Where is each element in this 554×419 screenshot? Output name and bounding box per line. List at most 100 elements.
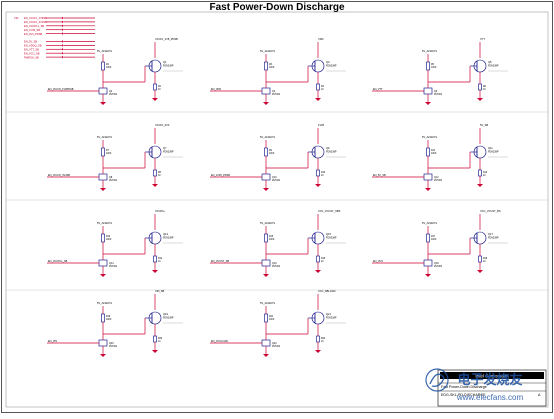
mosfet-bot-part: 2N7002 xyxy=(272,266,281,268)
ground-icon xyxy=(425,274,431,277)
resistor-ref: R1 xyxy=(106,64,110,66)
mosfet-part: FDN338P xyxy=(488,151,499,154)
legend-signal: EN_3V3_PDSB xyxy=(24,32,42,36)
legend-signal: EN_1V05_SB xyxy=(24,28,40,32)
legend-arrow-icon xyxy=(62,32,64,35)
ground-icon xyxy=(152,270,158,273)
discharge-cell: VCCIO_1V8_PDSB5V_ALWAYSR1100KQ1FDN338PR2… xyxy=(47,37,183,105)
mosfet-bot-ref: Q4 xyxy=(272,90,276,93)
pullup-resistor xyxy=(101,61,105,71)
mosfet-q-bot-icon xyxy=(261,339,271,347)
discharge-cell: VIN_SB5V_ALWAYSR19100KQ19FDN338PR2010Q20… xyxy=(47,289,183,357)
watermark-logo-mark xyxy=(429,373,445,388)
discharge-cell: VCC_SBLOAD5V_ALWAYSR21100KQ21FDN338PR221… xyxy=(210,289,346,357)
mosfet-ref: Q19 xyxy=(163,312,168,316)
mosfet-bot-ref: Q20 xyxy=(109,342,114,345)
input-net-label: EN_VDD xyxy=(211,88,221,91)
intel-logo-bar xyxy=(440,372,544,379)
rail-label: VCC_VCCST_SBS xyxy=(318,209,341,213)
pullup-resistor xyxy=(101,233,105,243)
load-resistor xyxy=(478,169,482,177)
pullup-resistor xyxy=(264,313,268,323)
ground-icon xyxy=(477,270,483,273)
ground-icon xyxy=(152,350,158,353)
discharge-cell: 5V_SB5V_ALWAYSR11100KQ11FDN338PR1210Q122… xyxy=(372,123,508,191)
ground-icon xyxy=(477,98,483,101)
ctrl-supply-label: 5V_ALWAYS xyxy=(422,221,437,225)
input-net-label: EN_VCCIO_1V8PDSB xyxy=(48,88,74,91)
pullup-resistor xyxy=(264,61,268,71)
load-resistor xyxy=(478,255,482,263)
resistor-value: 100K xyxy=(269,239,275,241)
pullup-resistor xyxy=(426,233,430,243)
discharge-cell: VTT5V_ALWAYSR5100KQ5FDN338PR610Q62N7002E… xyxy=(372,37,508,105)
load-resistor xyxy=(153,255,157,263)
mosfet-q-bot-icon xyxy=(261,259,271,267)
discharge-cell: VDD5V_ALWAYSR3100KQ3FDN338PR410Q42N7002E… xyxy=(210,37,346,105)
ctrl-supply-label: 5V_ALWAYS xyxy=(260,135,275,139)
resistor-value: 100K xyxy=(431,239,437,241)
mosfet-q-bot-icon xyxy=(98,339,108,347)
rail-label: VCC_SBLOAD xyxy=(318,289,336,293)
load-resistor-ref: R10 xyxy=(321,172,326,174)
mosfet-q-bot-icon xyxy=(423,173,433,181)
mosfet-q-bot-icon xyxy=(98,259,108,267)
mosfet-ref: Q1 xyxy=(163,60,167,64)
legend-arrow-icon xyxy=(62,48,64,51)
input-net-label: EN_VCCST_SB xyxy=(211,260,229,263)
sheet-border xyxy=(1,1,553,413)
ground-icon xyxy=(315,98,321,101)
legend-arrow-icon xyxy=(62,52,64,55)
title-block-company: Intel Corporation xyxy=(475,374,509,379)
ground-icon xyxy=(100,188,106,191)
mosfet-q-bot-icon xyxy=(423,87,433,95)
ctrl-supply-label: 5V_ALWAYS xyxy=(422,49,437,53)
mosfet-ref: Q17 xyxy=(488,232,493,236)
legend-signal: EN_VCCIO_1V8SB xyxy=(24,16,47,20)
legend-signal: EN_VTT_SB xyxy=(24,48,39,52)
load-resistor xyxy=(316,255,320,263)
ground-icon xyxy=(263,102,269,105)
ground-icon xyxy=(315,184,321,187)
elecfans-watermark: 电子发烧友 www.elecfans.com xyxy=(425,368,523,402)
mosfet-bot-ref: Q22 xyxy=(272,342,277,345)
mosfet-bot-ref: Q16 xyxy=(272,262,277,265)
load-resistor-value: 10 xyxy=(158,175,161,177)
resistor-ref: R9 xyxy=(269,150,273,152)
mosfet-ref: Q11 xyxy=(488,146,493,150)
mosfet-q-bot-icon xyxy=(98,173,108,181)
mosfet-ref: Q21 xyxy=(326,312,331,316)
discharge-cell: VCCPLL5V_ALWAYSR13100KQ13FDN338PR1410Q14… xyxy=(47,209,183,277)
ctrl-supply-label: 5V_ALWAYS xyxy=(97,49,112,53)
legend-arrow-icon xyxy=(62,20,64,24)
watermark-text: 电子发烧友 xyxy=(457,372,522,387)
ground-icon xyxy=(263,354,269,357)
legend-arrow-icon xyxy=(62,24,64,27)
resistor-ref: R15 xyxy=(269,236,274,238)
resistor-value: 100K xyxy=(106,153,112,155)
ground-icon xyxy=(263,188,269,191)
mosfet-ref: Q13 xyxy=(163,232,168,236)
mosfet-ref: Q5 xyxy=(488,60,492,64)
input-net-label: EN_VTT xyxy=(373,88,383,91)
rail-label: VCC_VCCST_BS xyxy=(480,209,501,213)
discharge-cell: VCC_VCCST_SBS5V_ALWAYSR15100KQ15FDN338PR… xyxy=(210,209,346,277)
title-block-sheet-title: Fast Power-Down Discharge xyxy=(441,385,487,389)
load-resistor xyxy=(316,83,320,91)
resistor-ref: R3 xyxy=(269,64,273,66)
legend-signal: EN_VDDQ_SB xyxy=(24,44,42,48)
ground-icon xyxy=(100,354,106,357)
resistor-value: 100K xyxy=(269,319,275,321)
mosfet-bot-part: 2N7002 xyxy=(272,180,281,182)
ground-icon xyxy=(315,270,321,273)
title-block: Intel Corporation Fast Power-Down Discha… xyxy=(437,369,547,407)
load-resistor-value: 10 xyxy=(158,89,161,91)
load-resistor-ref: R20 xyxy=(158,338,163,340)
input-net-label: EN_VCCPLL_SB xyxy=(48,260,68,263)
load-resistor xyxy=(316,169,320,177)
ground-icon xyxy=(263,274,269,277)
ground-icon xyxy=(100,102,106,105)
discharge-cell: VCC_VCCST_BS5V_ALWAYSR17100KQ17FDN338PR1… xyxy=(372,209,508,277)
